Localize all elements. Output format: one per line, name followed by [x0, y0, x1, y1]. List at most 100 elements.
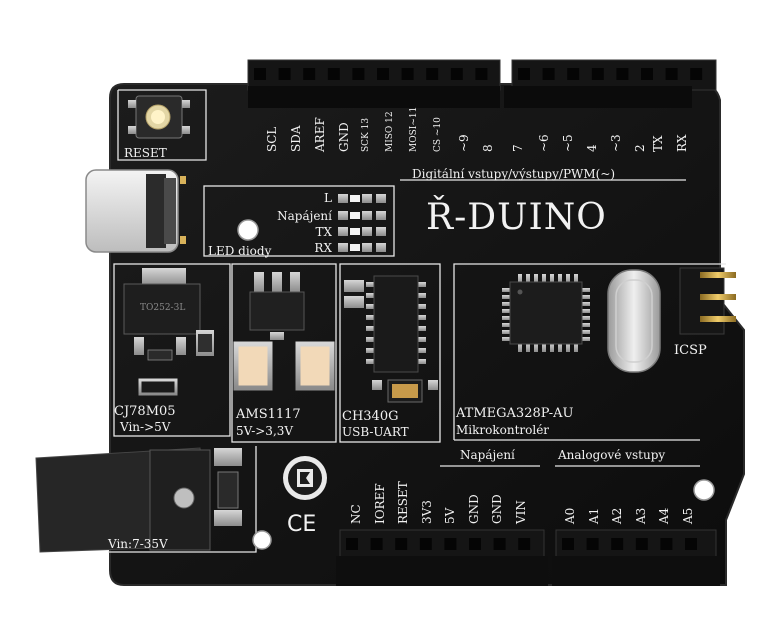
top-pin-label-12: ~5	[561, 134, 575, 152]
qfp-leg	[518, 274, 522, 284]
header-hole	[616, 68, 629, 80]
regulator-5v-marking: TO252-3L	[140, 303, 186, 313]
soic-leg	[366, 293, 376, 298]
header-hole	[303, 68, 316, 80]
header-hole	[377, 68, 389, 80]
soic-leg	[366, 304, 376, 309]
header-hole	[660, 538, 673, 550]
qfp-leg	[502, 302, 512, 306]
regulator-3v3	[233, 272, 335, 391]
qfp-leg	[502, 330, 512, 334]
led-label-0: L	[324, 191, 332, 205]
top-pin-label-1: SDA	[289, 125, 303, 152]
top-pin-label-6: MOSI~11	[409, 106, 419, 152]
top-pin-label-14: ~3	[609, 134, 623, 152]
power-pin-label-4: 5V	[443, 507, 457, 524]
analog-header-title: Analogové vstupy	[558, 448, 666, 462]
digital-io-label: Digitální vstupy/výstupy/PWM(~)	[412, 167, 616, 181]
led-pad	[338, 194, 348, 203]
qfp-leg	[580, 295, 590, 299]
header-hole	[419, 538, 432, 550]
icsp-label: ICSP	[674, 343, 707, 358]
power-header-title: Napájení	[460, 448, 515, 462]
led-pad	[362, 227, 372, 236]
usb-c-connector	[85, 169, 186, 253]
analog-pin-label-1: A1	[586, 507, 601, 524]
header-hole	[562, 538, 574, 550]
qfp-leg	[502, 295, 512, 299]
qfp-leg	[550, 342, 554, 352]
analog-pin-label-3: A3	[633, 507, 648, 524]
qfp-leg	[566, 274, 570, 284]
led-pad	[338, 227, 348, 236]
power-pin-label-7: VIN	[513, 500, 528, 524]
qfp-leg	[534, 342, 538, 352]
analog-pin-label-2: A2	[610, 507, 624, 524]
regulator-3v3-name: AMS1117	[236, 407, 301, 422]
header-hole	[641, 68, 653, 80]
header-hole	[370, 538, 383, 550]
analog-pin-label-0: A0	[563, 507, 577, 524]
header-hole	[611, 538, 624, 550]
top-pin-label-9: 8	[481, 144, 495, 152]
logo-seal	[283, 456, 327, 500]
soic-leg	[416, 359, 426, 364]
regulator-5v-name: CJ78M05	[114, 404, 176, 419]
led-pad	[362, 243, 372, 252]
qfp-leg	[580, 302, 590, 306]
qfp-leg	[574, 342, 578, 352]
qfp-leg	[542, 342, 546, 352]
soic-leg	[366, 315, 376, 320]
soic-leg	[416, 326, 426, 331]
soic-leg	[416, 337, 426, 342]
qfp-leg	[502, 323, 512, 327]
board-name: Ř-DUINO	[426, 197, 607, 238]
dc-barrel-jack	[35, 447, 242, 553]
top-pin-label-11: ~6	[537, 134, 551, 152]
led-pad	[362, 194, 372, 203]
qfp-leg	[566, 342, 570, 352]
header-hole	[395, 538, 408, 550]
power-pin-label-1: IOREF	[372, 483, 387, 524]
soic-leg	[366, 282, 376, 287]
qfp-leg	[502, 316, 512, 320]
header-hole	[591, 68, 604, 80]
led-pad	[362, 211, 372, 220]
top-pin-label-17: RX	[675, 134, 689, 152]
led-pad	[338, 243, 348, 252]
qfp-leg	[574, 274, 578, 284]
header-hole	[635, 538, 648, 550]
qfp-leg	[518, 342, 522, 352]
power-pin-label-5: GND	[466, 494, 481, 524]
top-pin-label-8: ~9	[457, 134, 471, 152]
header-hole	[493, 538, 506, 550]
top-pin-label-15: 2	[633, 144, 647, 152]
header-hole	[518, 538, 531, 550]
qfp-leg	[558, 274, 562, 284]
power-header	[336, 529, 548, 586]
top-pin-label-10: 7	[511, 144, 525, 152]
reset-button	[128, 95, 190, 139]
power-pin-label-6: GND	[490, 494, 504, 524]
top-header-left	[247, 59, 501, 108]
ce-mark: CE	[287, 512, 317, 537]
qfp-leg	[502, 288, 512, 292]
power-pin-label-3: 3V3	[419, 500, 434, 524]
top-pin-label-4: SCK 13	[361, 117, 371, 152]
qfp-leg	[580, 316, 590, 320]
mcu-name: ATMEGA328P-AU	[456, 406, 574, 421]
top-header-right	[504, 59, 717, 108]
qfp-leg	[580, 288, 590, 292]
mcu-chip	[502, 274, 590, 352]
qfp-leg	[580, 330, 590, 334]
qfp-leg	[502, 337, 512, 341]
qfp-leg	[558, 342, 562, 352]
soic-leg	[366, 337, 376, 342]
analog-pin-label-4: A4	[657, 507, 671, 524]
led-section-title: LED diody	[208, 244, 272, 258]
top-pin-label-7: CS ~10	[433, 117, 443, 152]
soic-leg	[366, 348, 376, 353]
qfp-leg	[542, 274, 546, 284]
led-label-3: RX	[314, 241, 332, 255]
